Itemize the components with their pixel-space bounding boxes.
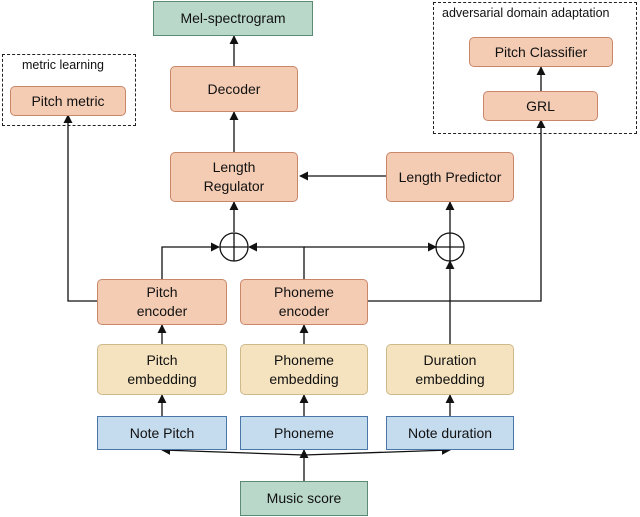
pitch-metric-node: Pitch metric	[10, 86, 126, 116]
music-score-node: Music score	[240, 481, 368, 516]
edge-pitch-encoder-to-metric	[63, 114, 97, 302]
grl-node: GRL	[483, 91, 598, 121]
edge-score-to-note-pitch	[161, 445, 305, 456]
adversarial-domain-adaptation-label: adversarial domain adaptation	[442, 6, 610, 20]
length-regulator-node: Length Regulator	[170, 152, 298, 202]
pitch-encoder-node: Pitch encoder	[97, 279, 227, 325]
mel-spectrogram-node: Mel-spectrogram	[153, 1, 313, 36]
phoneme-embedding-node: Phoneme embedding	[240, 344, 368, 395]
edge-pitch-encoder-to-sum	[161, 242, 220, 279]
note-duration-node: Note duration	[386, 416, 514, 450]
length-predictor-node: Length Predictor	[386, 152, 514, 202]
metric-learning-group	[2, 54, 136, 126]
phoneme-encoder-node: Phoneme encoder	[240, 279, 368, 325]
edge-score-to-note-duration	[303, 445, 451, 456]
pitch-embedding-node: Pitch embedding	[97, 344, 227, 395]
decoder-node: Decoder	[170, 66, 298, 112]
duration-embedding-node: Duration embedding	[386, 344, 514, 395]
adversarial-domain-adaptation-group	[433, 2, 637, 134]
phoneme-node: Phoneme	[240, 416, 368, 450]
note-pitch-node: Note Pitch	[97, 416, 227, 450]
pitch-classifier-node: Pitch Classifier	[469, 37, 613, 67]
duration-sum-operator	[435, 232, 465, 262]
edge-phoneme-encoder-to-sum	[248, 242, 305, 279]
sum-operator	[219, 232, 249, 262]
edge-phoneme-encoder-to-grl	[368, 119, 546, 302]
metric-learning-label: metric learning	[22, 58, 104, 72]
